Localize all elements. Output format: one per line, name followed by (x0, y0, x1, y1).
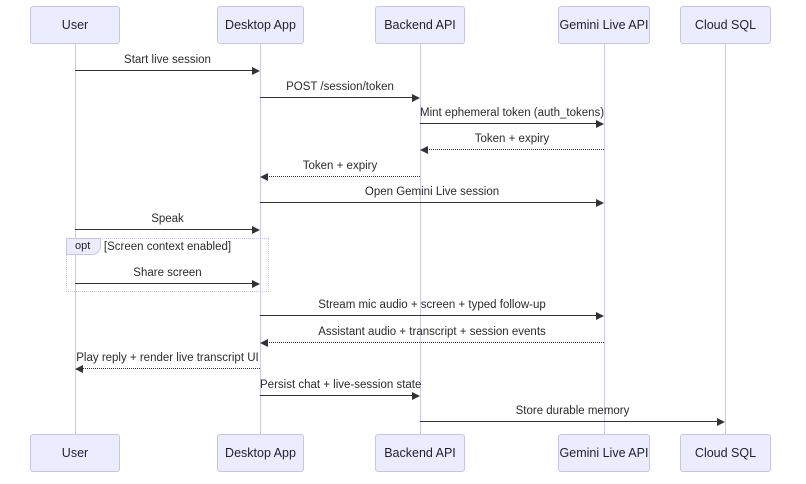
message-arrowhead (596, 119, 604, 128)
message-label: Store durable memory (515, 405, 630, 417)
message-label: Start live session (124, 54, 211, 66)
message-label: POST /session/token (286, 81, 394, 93)
message-arrow-line (260, 395, 413, 396)
message-arrowhead (596, 311, 604, 320)
participant-box-cloud-sql-top: Cloud SQL (680, 6, 771, 44)
message-arrowhead (260, 172, 268, 181)
message-arrowhead (252, 225, 260, 234)
lifeline-cloud-sql (724, 44, 726, 434)
message-label: Mint ephemeral token (auth_tokens) (420, 107, 605, 119)
message-arrow-line (267, 342, 604, 343)
participant-box-desktop-app-bottom: Desktop App (217, 434, 304, 472)
participant-box-user-top: User (30, 6, 120, 44)
message-label: Token + expiry (474, 133, 550, 145)
lifeline-backend-api (419, 44, 421, 434)
message-label: Play reply + render live transcript UI (76, 352, 259, 364)
message-arrowhead (717, 417, 725, 426)
message-arrowhead (412, 93, 420, 102)
participant-box-user-bottom: User (30, 434, 120, 472)
message-arrow-line (82, 368, 260, 369)
lifeline-desktop-app (259, 44, 261, 434)
message-arrow-line (260, 202, 597, 203)
message-label: Assistant audio + transcript + session e… (318, 326, 546, 338)
message-arrow-line (267, 176, 420, 177)
lifeline-gemini-live-api (603, 44, 605, 434)
participant-box-gemini-live-api-top: Gemini Live API (558, 6, 650, 44)
message-arrow-line (427, 149, 604, 150)
message-arrow-line (260, 315, 597, 316)
message-label: Speak (151, 213, 184, 225)
participant-box-backend-api-top: Backend API (375, 6, 465, 44)
participant-box-desktop-app-top: Desktop App (217, 6, 304, 44)
message-arrow-line (75, 229, 253, 230)
opt-fragment (66, 238, 269, 292)
message-arrow-line (260, 97, 413, 98)
message-label: Stream mic audio + screen + typed follow… (318, 299, 546, 311)
message-arrowhead (75, 364, 83, 373)
message-arrow-line (75, 70, 253, 71)
participant-box-cloud-sql-bottom: Cloud SQL (680, 434, 771, 472)
opt-fragment-label: opt (66, 238, 102, 255)
message-label: Share screen (133, 267, 202, 279)
message-arrow-line (420, 123, 597, 124)
message-arrowhead (412, 391, 420, 400)
message-label: Persist chat + live-session state (260, 379, 422, 391)
message-label: Open Gemini Live session (364, 186, 500, 198)
message-arrowhead (420, 145, 428, 154)
message-arrowhead (252, 66, 260, 75)
participant-box-gemini-live-api-bottom: Gemini Live API (558, 434, 650, 472)
message-arrowhead (260, 338, 268, 347)
opt-fragment-condition: [Screen context enabled] (103, 241, 232, 253)
message-arrowhead (252, 279, 260, 288)
participant-box-backend-api-bottom: Backend API (375, 434, 465, 472)
message-arrow-line (420, 421, 718, 422)
message-arrow-line (75, 283, 253, 284)
message-label: Token + expiry (302, 160, 378, 172)
message-arrowhead (596, 198, 604, 207)
